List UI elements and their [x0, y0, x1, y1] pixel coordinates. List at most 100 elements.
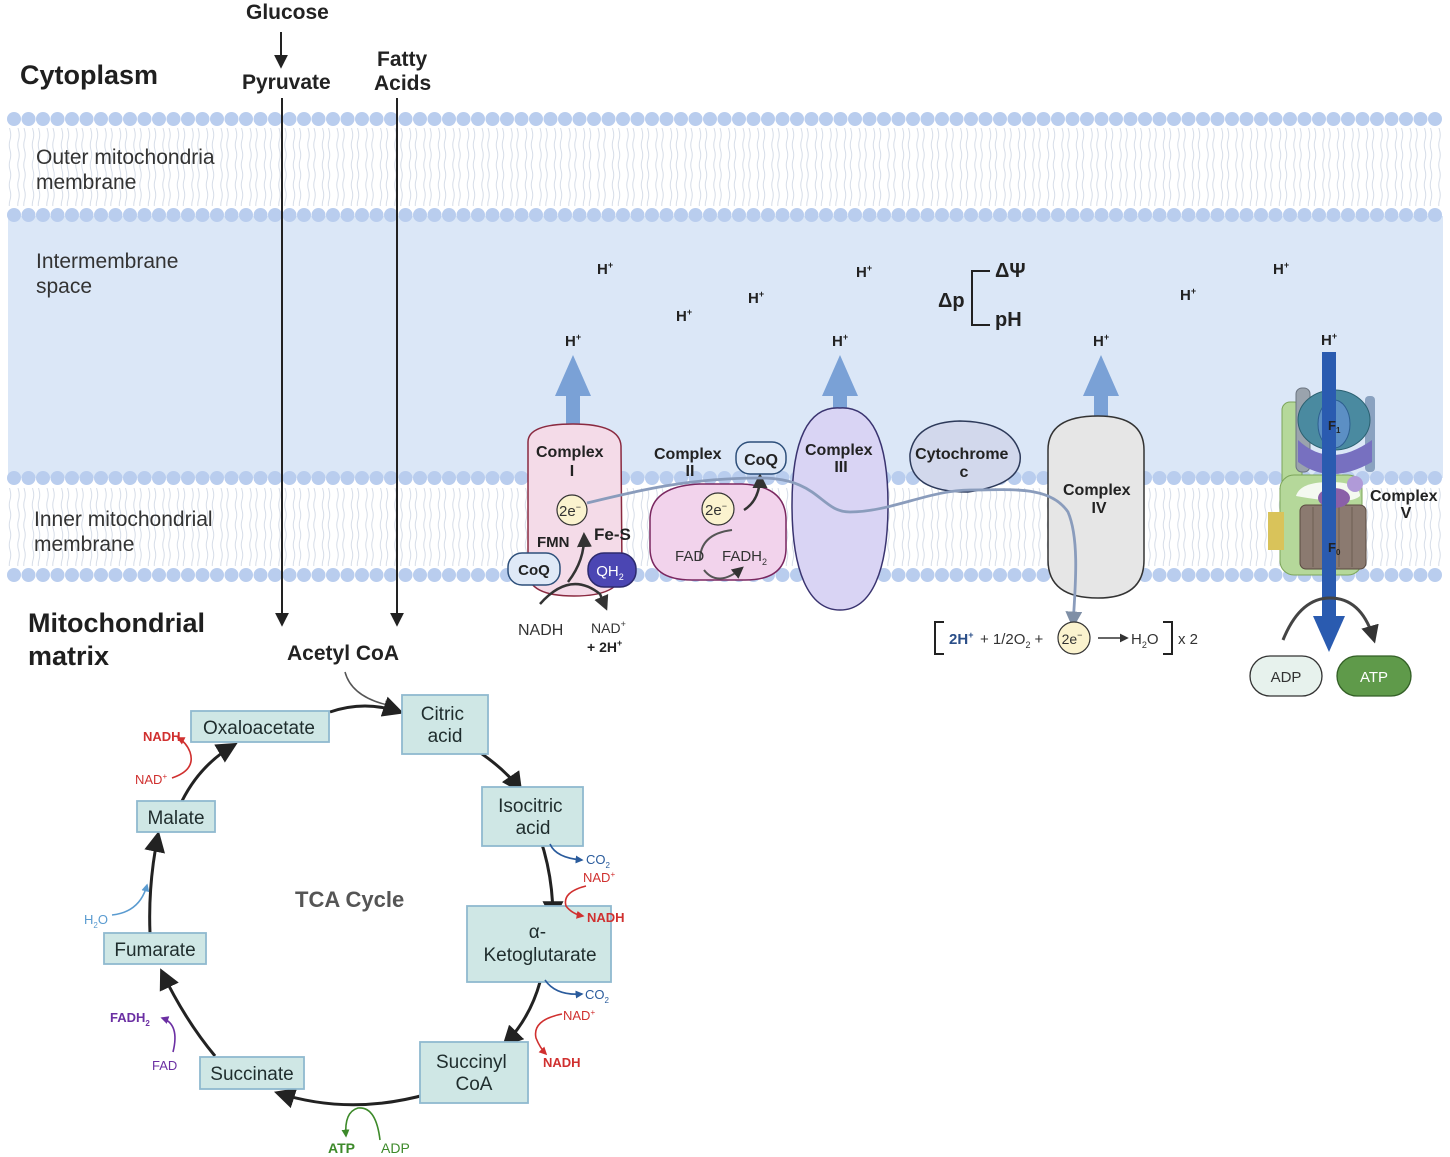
- lipid-head: [456, 208, 471, 222]
- lipid-head: [1022, 568, 1036, 582]
- proton-c1: H+: [565, 332, 581, 350]
- water-eq-o2: + 1/2O2+: [980, 631, 1043, 650]
- lipid-head: [862, 112, 877, 126]
- lipid-head: [1254, 471, 1268, 485]
- node-isocitric-acid-label: Isocitric acid: [498, 796, 568, 839]
- lipid-head: [558, 112, 572, 126]
- lipid-head: [1210, 568, 1225, 582]
- water-equation: 2H+ + 1/2O2+ 2e− H2O x 2: [934, 621, 1198, 655]
- lipid-head: [398, 568, 413, 582]
- lipid-head: [862, 208, 877, 222]
- malate-nad: NAD+: [135, 772, 167, 787]
- lipid-head: [413, 471, 427, 485]
- malate-nadh: NADH: [143, 729, 181, 744]
- lipid-head: [1399, 568, 1413, 582]
- lipid-head: [500, 471, 514, 485]
- lipid-head: [833, 208, 848, 222]
- proton-2: H+: [676, 307, 692, 325]
- water-eq-times: x 2: [1178, 631, 1198, 648]
- lipid-head: [1326, 208, 1341, 222]
- atp-label: ATP: [1360, 669, 1388, 686]
- water-eq-bracket-left: [934, 621, 944, 655]
- succinate-fad: FAD: [152, 1058, 177, 1073]
- lipid-head: [616, 208, 630, 222]
- lipid-head: [935, 568, 949, 582]
- lipid-head: [1355, 208, 1370, 222]
- complex-ii-body: [649, 483, 787, 581]
- lipid-head: [587, 208, 601, 222]
- lipid-head: [1225, 112, 1239, 126]
- delta-ph-label: pH: [995, 309, 1022, 331]
- lipid-head: [601, 208, 616, 222]
- lipid-head: [645, 208, 659, 222]
- lipid-head: [891, 568, 906, 582]
- lipid-head: [1196, 208, 1210, 222]
- lipid-head: [369, 208, 384, 222]
- lipid-head: [587, 112, 601, 126]
- lipid-head: [1094, 208, 1109, 222]
- lipid-head: [1428, 568, 1442, 582]
- water-eq-electrons-label: 2e−: [1062, 630, 1083, 647]
- lipid-head: [1297, 208, 1312, 222]
- lipid-head: [819, 112, 833, 126]
- lipid-head: [848, 112, 862, 126]
- lipid-head: [1428, 471, 1442, 485]
- lipid-head: [1384, 568, 1399, 582]
- proton-3: H+: [748, 289, 764, 307]
- lipid-head: [181, 208, 195, 222]
- delta-psi-label: ΔΨ: [995, 260, 1026, 282]
- lipid-head: [500, 208, 514, 222]
- lipid-head: [181, 471, 195, 485]
- lipid-head: [1051, 112, 1065, 126]
- lipid-head: [282, 112, 297, 126]
- isocitric-nadh: NADH: [587, 910, 625, 925]
- lipid-head: [964, 568, 978, 582]
- node-citric-acid: [401, 694, 489, 755]
- acetyl-coa-label: Acetyl CoA: [287, 642, 399, 665]
- complex-ii-fad-arrow-bottom: [703, 566, 744, 580]
- lipid-head: [224, 568, 239, 582]
- fumarate-h2o: H2O: [84, 912, 108, 930]
- arrow-fumarate-malate: [144, 830, 166, 934]
- water-eq-bracket-right: [1163, 621, 1173, 655]
- complex-i-coq-label: CoQ: [518, 562, 550, 579]
- lipid-head: [906, 568, 920, 582]
- lipid-head: [1065, 112, 1080, 126]
- lipid-head: [65, 568, 79, 582]
- lipid-head: [108, 112, 123, 126]
- lipid-head: [630, 208, 645, 222]
- lipid-head: [355, 471, 369, 485]
- complex-i-qh2-label: QH2: [596, 563, 624, 582]
- fmn-label: FMN: [537, 534, 570, 551]
- lipid-head: [1399, 112, 1413, 126]
- lipid-head: [413, 208, 427, 222]
- lipid-head: [1384, 208, 1399, 222]
- lipid-head: [659, 208, 674, 222]
- arrow-succinate-fumarate: [159, 968, 217, 1057]
- lipid-head: [659, 471, 674, 485]
- lipid-head: [1254, 112, 1268, 126]
- lipid-head: [1181, 112, 1196, 126]
- lipid-head: [195, 208, 210, 222]
- lipid-head: [746, 112, 761, 126]
- lipid-head: [253, 112, 268, 126]
- lipid-head: [36, 568, 50, 582]
- complex-iii: Complex III: [791, 407, 889, 611]
- lipid-head: [1181, 471, 1196, 485]
- lipid-head: [1413, 568, 1428, 582]
- complex-v-f0-label: F0: [1328, 540, 1341, 557]
- lipid-head: [268, 568, 282, 582]
- lipid-head: [1370, 208, 1384, 222]
- nadh-to-nad-arrow: [539, 582, 609, 611]
- lipid-head: [50, 568, 65, 582]
- matrix-label: Mitochondrial matrix: [28, 608, 213, 671]
- lipid-head: [398, 208, 413, 222]
- lipid-head: [659, 112, 674, 126]
- lipid-head: [674, 471, 688, 485]
- node-succinyl-coa: [419, 1041, 529, 1104]
- lipid-head: [1065, 208, 1080, 222]
- lipid-head: [369, 471, 384, 485]
- lipid-head: [1123, 208, 1138, 222]
- complex-iv-body: [1047, 415, 1145, 599]
- lipid-head: [514, 112, 529, 126]
